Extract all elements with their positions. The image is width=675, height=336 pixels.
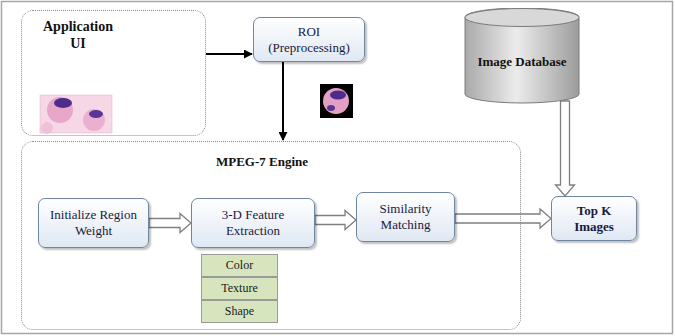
feature-chip: Texture bbox=[201, 277, 278, 300]
process-box: Similarity Matching bbox=[356, 192, 455, 242]
engine-group: MPEG-7 EngineInitialize Region Weight 3-D… bbox=[21, 141, 521, 330]
input-group: Application UI bbox=[21, 10, 206, 136]
node-label: ROI (Preprocessing) bbox=[254, 24, 364, 55]
block-arrow bbox=[315, 211, 356, 230]
node-label: Image Database bbox=[473, 54, 570, 70]
node-label: Color bbox=[226, 258, 253, 272]
node-label: 3-D Feature Extraction bbox=[192, 207, 314, 238]
node-label: Texture bbox=[221, 281, 257, 295]
flow-arrow bbox=[282, 62, 284, 140]
process-box: Initialize Region Weight bbox=[38, 198, 149, 248]
group-title: Application UI bbox=[37, 19, 119, 53]
database-cylinder: Image Database bbox=[464, 8, 580, 104]
group-title: MPEG-7 Engine bbox=[22, 154, 502, 170]
block-arrow bbox=[455, 209, 551, 228]
roi-image bbox=[320, 84, 353, 118]
node-label: Similarity Matching bbox=[357, 201, 454, 232]
cell-image bbox=[40, 95, 112, 134]
feature-chip: Shape bbox=[201, 300, 278, 323]
feature-chip: Color bbox=[201, 254, 278, 277]
node-label: Top K Images bbox=[562, 203, 626, 234]
process-box: 3-D Feature Extraction bbox=[191, 198, 315, 248]
block-arrow bbox=[149, 214, 191, 233]
node-label: Initialize Region Weight bbox=[39, 207, 148, 238]
block-arrow bbox=[556, 101, 575, 196]
process-box: ROI (Preprocessing) bbox=[253, 17, 365, 62]
output-box: Top K Images bbox=[551, 196, 637, 241]
flow-arrow bbox=[206, 53, 252, 55]
node-label: Shape bbox=[225, 304, 254, 318]
